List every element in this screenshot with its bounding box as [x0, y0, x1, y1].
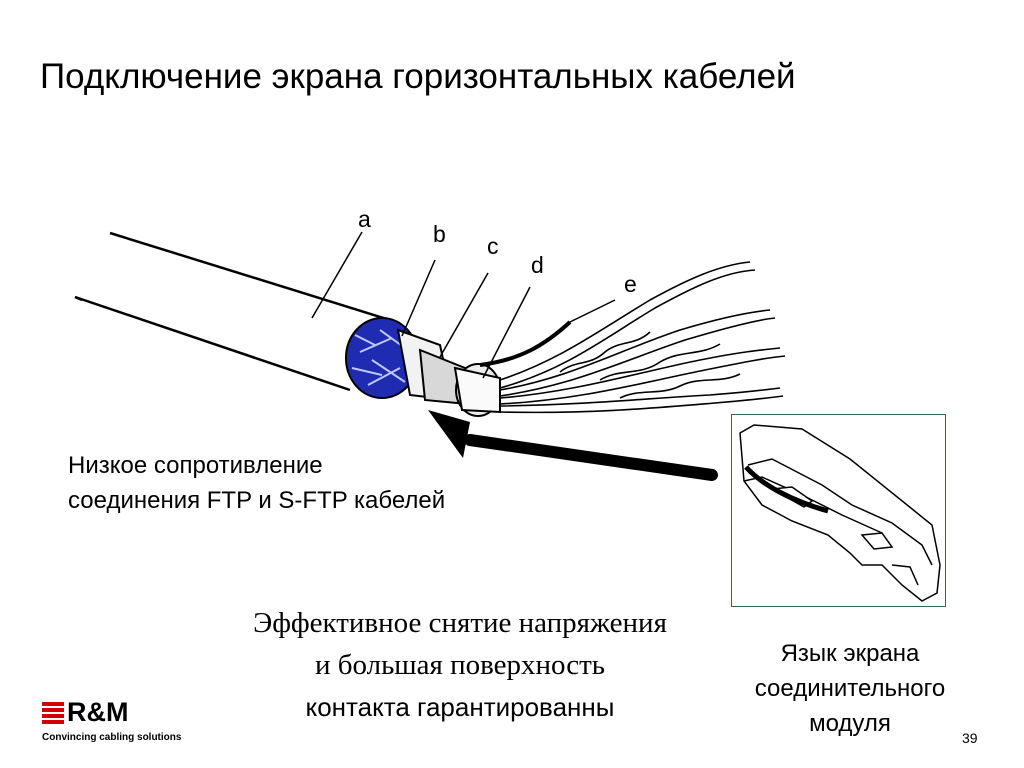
label-a: a: [358, 206, 371, 232]
strain-relief-line-1: Эффективное снятие напряжения: [253, 607, 667, 639]
inset-caption-line-2: соединительного: [754, 675, 946, 702]
logo-slogan: Convincing cabling solutions: [42, 732, 182, 743]
strain-relief-note: Эффективное снятие напряжения и большая …: [200, 602, 720, 728]
inset-caption-line-3: модуля: [809, 710, 891, 737]
label-d: d: [531, 252, 544, 278]
page-number: 39: [962, 730, 978, 746]
logo-name: R&M: [67, 697, 129, 727]
label-c: c: [487, 233, 499, 259]
leader-lines: [311, 231, 616, 379]
shield-tongue-drawing: [739, 424, 941, 602]
company-logo: R&M Convincing cabling solutions: [42, 697, 181, 743]
foil-layers: [396, 328, 501, 417]
twisted-pairs: [499, 261, 786, 414]
connector-inset-image: [731, 414, 946, 607]
inset-caption: Язык экрана соединительного модуля: [720, 636, 980, 741]
strain-relief-line-2: и большая поверхность: [314, 649, 606, 681]
inset-caption-line-1: Язык экрана: [780, 640, 920, 667]
cable-jacket: [74, 231, 391, 392]
label-e: e: [624, 271, 637, 297]
strain-relief-line-3: контакта гарантированны: [305, 692, 615, 722]
resistance-note-line-2: соединения FTP и S-FTP кабелей: [68, 487, 446, 514]
label-b: b: [433, 221, 446, 247]
pointer-arrow: [428, 410, 718, 481]
drain-wire: [479, 320, 572, 367]
slide-title: Подключение экрана горизонтальных кабеле…: [40, 57, 796, 96]
resistance-note-line-1: Низкое сопротивление: [68, 452, 323, 479]
logo-bars-icon: [42, 700, 64, 726]
resistance-note: Низкое сопротивление соединения FTP и S-…: [68, 448, 445, 518]
